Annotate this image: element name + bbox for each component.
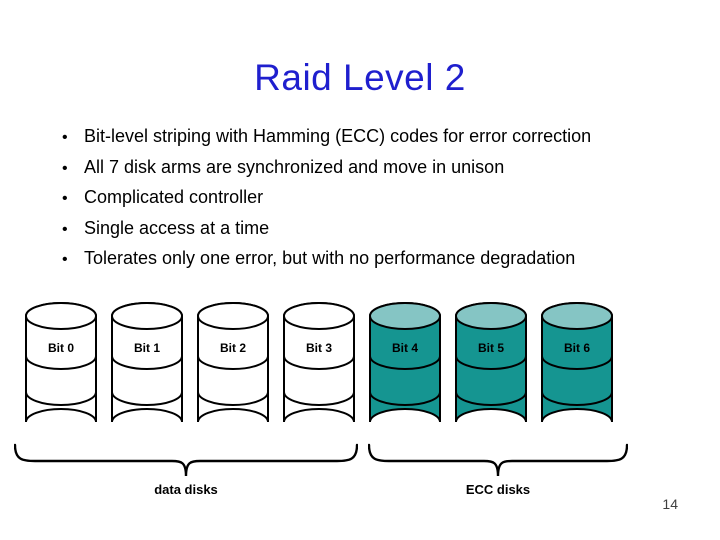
bullet-item: • Bit-level striping with Hamming (ECC) c… <box>62 122 672 153</box>
cylinder-graphic <box>25 302 97 423</box>
cylinder-top <box>455 302 527 330</box>
platter-band-line <box>111 355 183 370</box>
bullet-marker: • <box>62 190 68 207</box>
bullet-text: Bit-level striping with Hamming (ECC) co… <box>84 126 592 146</box>
cylinder-graphic <box>369 302 441 423</box>
group-label: ECC disks <box>465 482 531 497</box>
curly-brace <box>368 443 628 477</box>
platter-band-line <box>283 391 355 406</box>
cylinder-graphic <box>197 302 269 423</box>
bullet-item: • All 7 disk arms are synchronized and mo… <box>62 153 672 184</box>
curly-brace <box>14 443 358 477</box>
bullet-list: • Bit-level striping with Hamming (ECC) c… <box>62 122 672 275</box>
disk-cylinder: Bit 0 <box>25 300 97 440</box>
page-number: 14 <box>662 496 678 512</box>
platter-band-line <box>541 355 613 370</box>
platter-band-line <box>541 391 613 406</box>
platter-band-line <box>197 391 269 406</box>
disk-label: Bit 4 <box>391 341 418 355</box>
platter-band-line <box>455 391 527 406</box>
disk-label: Bit 5 <box>477 341 504 355</box>
ecc-disks-group: ECC disks <box>368 443 628 497</box>
disk-cylinder: Bit 2 <box>197 300 269 440</box>
platter-band-line <box>369 355 441 370</box>
bullet-marker: • <box>62 220 68 238</box>
cylinder-graphic <box>455 302 527 423</box>
bullet-text: Single access at a time <box>84 217 270 238</box>
cylinder-graphic <box>283 302 355 423</box>
cylinder-top <box>25 302 97 330</box>
platter-band-line <box>25 355 97 370</box>
cylinder-top <box>541 302 613 330</box>
bullet-marker: • <box>62 129 68 146</box>
group-label: data disks <box>154 482 218 497</box>
disk-cylinder: Bit 3 <box>283 300 355 440</box>
disk-label: Bit 6 <box>563 341 590 355</box>
cylinder-top <box>369 302 441 330</box>
disk-cylinder: Bit 6 <box>541 300 613 440</box>
platter-band-line <box>455 355 527 370</box>
platter-band-line <box>25 391 97 406</box>
data-disks-group: data disks <box>14 443 358 497</box>
bullet-text: Complicated controller <box>84 187 264 207</box>
cylinder-graphic <box>111 302 183 423</box>
bullet-item: • Single access at a time <box>62 214 672 245</box>
slide-title: Raid Level 2 <box>254 57 466 98</box>
bullet-text: Tolerates only one error, but with no pe… <box>84 248 576 268</box>
cylinder-graphic <box>541 302 613 423</box>
bullet-item: • Tolerates only one error, but with no p… <box>62 244 672 275</box>
disk-label: Bit 3 <box>305 341 332 355</box>
disk-row: Bit 0 Bit 1 Bit 2 Bit 3 <box>25 300 613 440</box>
cylinder-top <box>197 302 269 330</box>
bullet-item: • Complicated controller <box>62 183 672 214</box>
cylinder-top <box>111 302 183 330</box>
disk-cylinder: Bit 1 <box>111 300 183 440</box>
platter-band-line <box>283 355 355 370</box>
disk-cylinder: Bit 5 <box>455 300 527 440</box>
cylinder-top <box>283 302 355 330</box>
disk-label: Bit 1 <box>133 341 160 355</box>
disk-cylinder: Bit 4 <box>369 300 441 440</box>
platter-band-line <box>111 391 183 406</box>
platter-band-line <box>197 355 269 370</box>
disk-label: Bit 0 <box>47 341 74 355</box>
bullet-marker: • <box>62 159 68 177</box>
bullet-text: All 7 disk arms are synchronized and mov… <box>84 156 505 177</box>
disk-label: Bit 2 <box>219 341 246 355</box>
bullet-marker: • <box>62 251 68 268</box>
platter-band-line <box>369 391 441 406</box>
